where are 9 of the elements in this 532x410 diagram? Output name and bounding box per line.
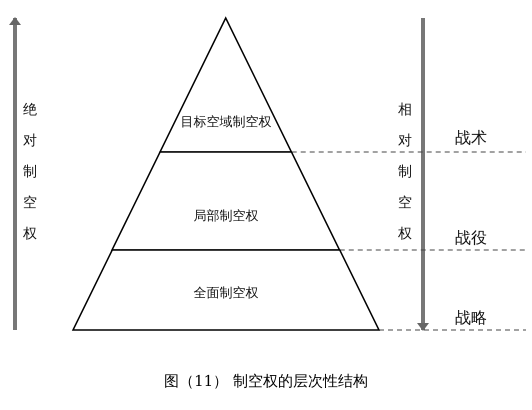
tier-label: 目标空域制空权 xyxy=(179,114,272,131)
caption: 图（11） 制空权的层次性结构 xyxy=(163,372,369,391)
level-label: 战术 xyxy=(455,128,487,149)
axis-label: 绝对制空权 xyxy=(23,101,38,244)
level-label: 战役 xyxy=(455,228,487,249)
tier-label: 全面制空权 xyxy=(192,285,260,302)
tier-label: 局部制空权 xyxy=(192,208,260,225)
axis-label: 相对制空权 xyxy=(398,101,413,244)
level-label: 战略 xyxy=(455,308,487,329)
